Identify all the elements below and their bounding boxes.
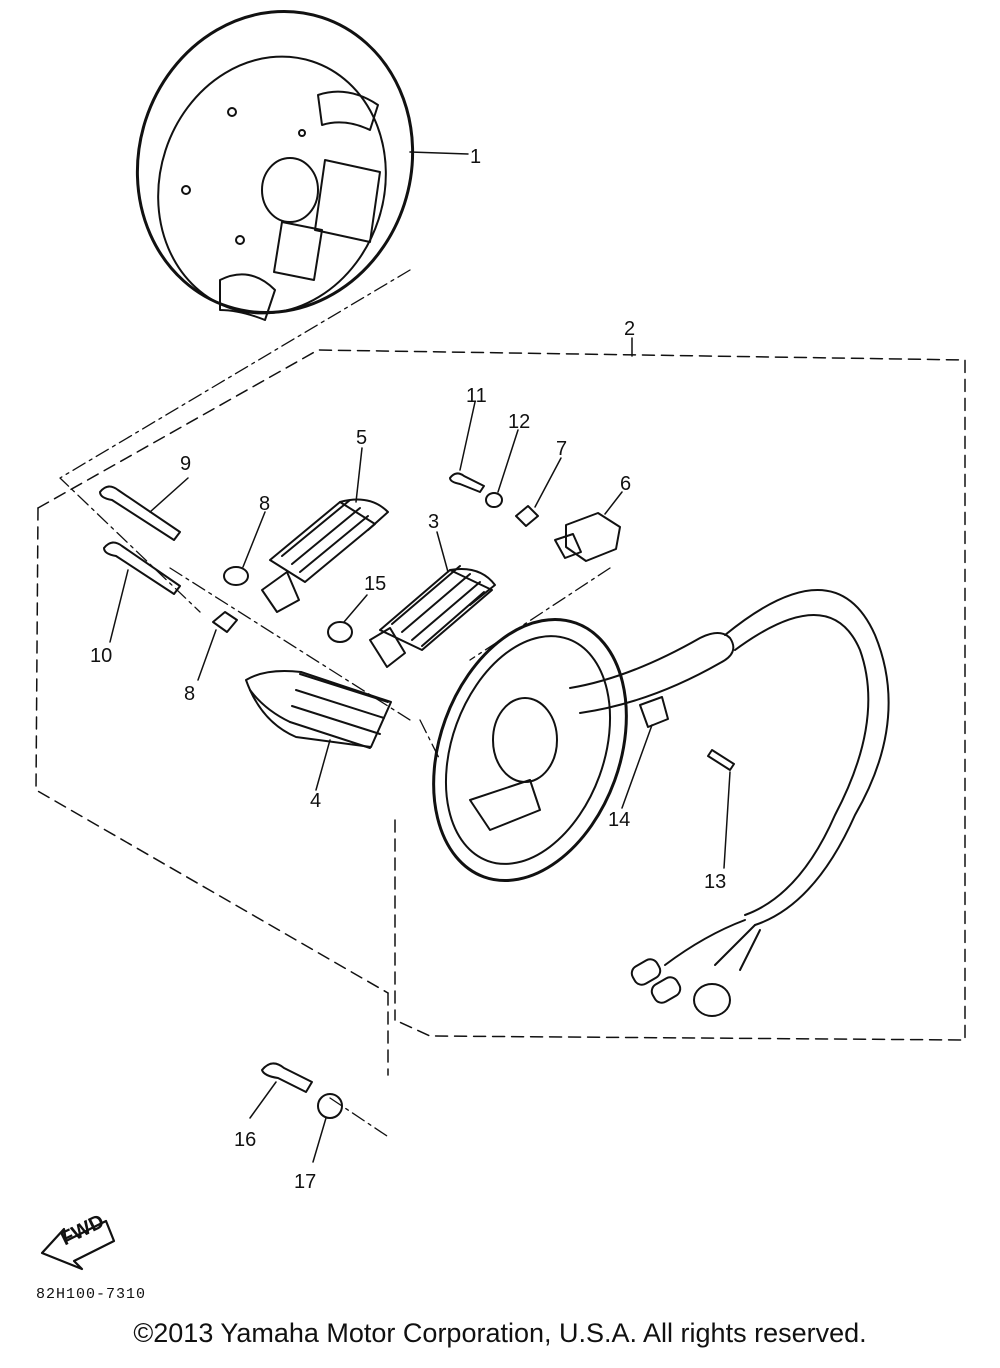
callout-10: 10 — [90, 645, 112, 667]
flywheel-rotor-drawing — [135, 9, 469, 321]
small-parts — [99, 401, 562, 681]
callout-13: 13 — [704, 871, 726, 893]
callout-4: 4 — [310, 790, 321, 812]
coil-5-drawing — [261, 447, 389, 613]
alignment-lines — [59, 269, 611, 1139]
callout-5: 5 — [356, 427, 367, 449]
callout-14: 14 — [608, 809, 630, 831]
callout-6: 6 — [620, 473, 631, 495]
pickup-coil-6-drawing — [554, 491, 623, 562]
callout-3: 3 — [428, 511, 439, 533]
stator-base-plate-drawing — [432, 589, 890, 1017]
exploded-parts-diagram: FWD 1 2 3 4 5 6 7 8 8 9 10 11 12 13 14 1… — [35, 9, 966, 1303]
callout-9: 9 — [180, 453, 191, 475]
stator-assembly-boundary — [35, 349, 966, 1076]
callout-15: 15 — [364, 573, 386, 595]
coil-4-drawing — [245, 670, 392, 791]
callout-11: 11 — [466, 385, 487, 407]
callout-17: 17 — [294, 1171, 316, 1193]
callout-8-upper: 8 — [259, 493, 270, 515]
drawing-code: 82H100-7310 — [36, 1286, 146, 1303]
forward-arrow-icon — [40, 1219, 116, 1271]
callout-numbers: 1 2 3 4 5 6 7 8 8 9 10 11 12 13 14 15 16… — [36, 146, 726, 1303]
callout-12: 12 — [508, 411, 530, 433]
callout-7: 7 — [556, 438, 567, 460]
callout-16: 16 — [234, 1129, 256, 1151]
callout-2: 2 — [624, 318, 635, 340]
coil-3-drawing — [369, 531, 496, 668]
copyright-notice: ©2013 Yamaha Motor Corporation, U.S.A. A… — [133, 1318, 867, 1348]
fwd-label: FWD — [57, 1210, 108, 1250]
callout-1: 1 — [470, 146, 481, 168]
parts-16-17-drawing — [249, 1062, 343, 1163]
callout-8-lower: 8 — [184, 683, 195, 705]
